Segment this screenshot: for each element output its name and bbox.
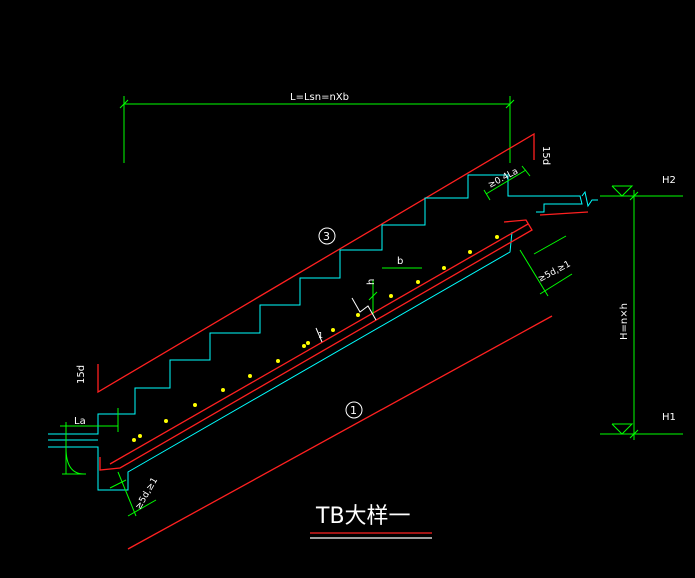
anchor-left-dim (60, 408, 119, 475)
dim-top-label: L=Lsn=nXb (290, 92, 349, 103)
step-dimension (368, 267, 422, 315)
rebar-slab (99, 211, 589, 471)
level-top: H2 (662, 175, 676, 186)
bar-mark-1: 1 (345, 401, 363, 419)
hook-bottom-label: 15d (76, 365, 87, 384)
hook-top-label: 15d (540, 146, 551, 165)
total-height-label: H=n×h (619, 303, 630, 340)
svg-text:1: 1 (350, 404, 357, 417)
anchor-left-label: La (74, 416, 86, 427)
bar-ext-right-label: ≥5d,≥1 (537, 259, 573, 284)
bar-ext-left-label: ≥5d,≥1 (134, 476, 160, 511)
bar-mark-3: 3 (318, 227, 336, 245)
anchor-top-label: ≥0.4La (487, 167, 520, 191)
height-dimension (600, 185, 683, 440)
anchor-top-dim (483, 165, 531, 201)
rebar-upper (97, 132, 535, 394)
step-width-label: b (397, 256, 403, 267)
rebar-lower-long (127, 315, 553, 550)
top-dimension (119, 96, 515, 163)
stair-concrete (48, 174, 583, 491)
level-bottom: H1 (662, 412, 676, 423)
distribution-bars (132, 235, 499, 442)
step-height-label: h (366, 279, 377, 285)
svg-text:3: 3 (323, 230, 330, 243)
bar-mark-mid: 1 (318, 331, 323, 340)
title-block: TB大样一 (310, 504, 432, 539)
bar-ext-left-dim (109, 471, 157, 517)
mid-break (315, 297, 377, 343)
drawing-title: TB大样一 (315, 504, 411, 529)
bar-ext-right-dim (519, 235, 573, 297)
break-symbol (581, 190, 598, 208)
